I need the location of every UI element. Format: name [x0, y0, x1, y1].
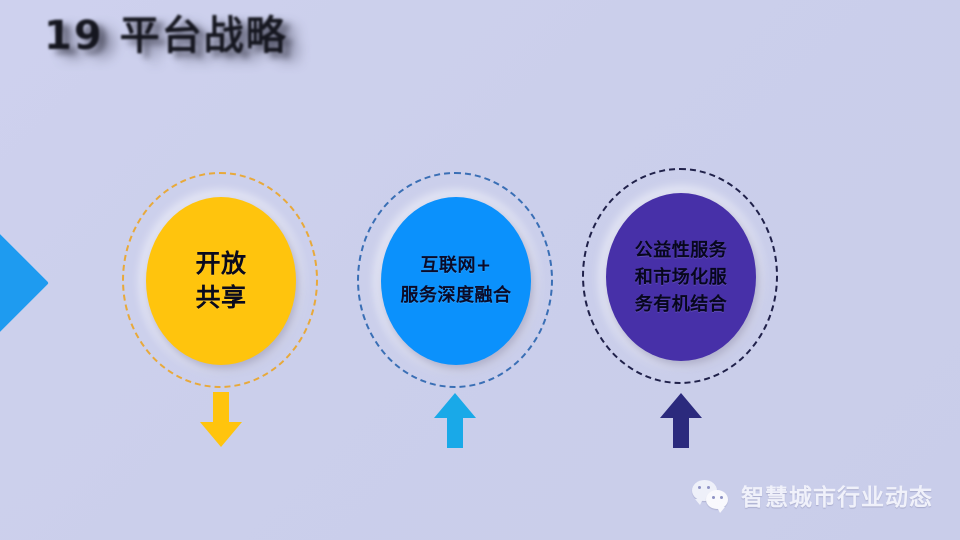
- chevron-right-icon: [0, 232, 49, 334]
- node-label-line-2: 和市场化服: [634, 266, 728, 288]
- node-public-market[interactable]: 公益性服务 和市场化服 务有机结合: [582, 168, 782, 388]
- node-disc[interactable]: 公益性服务 和市场化服 务有机结合: [606, 193, 756, 361]
- node-open-share[interactable]: 开放 共享: [122, 172, 322, 392]
- node-disc[interactable]: 开放 共享: [146, 197, 296, 365]
- page-title: 19 平台战略 19 平台战略 19 平台战略: [44, 8, 604, 70]
- arrow-up-icon: [658, 392, 704, 448]
- node-disc[interactable]: 互联网+ 服务深度融合: [381, 197, 531, 365]
- node-label-line-1: 开放: [195, 249, 247, 278]
- arrow-down-icon: [198, 392, 244, 448]
- arrow-up-icon: [432, 392, 478, 448]
- page-title-text: 19 平台战略: [44, 13, 288, 59]
- node-label-line-2: 共享: [195, 283, 247, 312]
- node-label-line-3: 务有机结合: [634, 293, 728, 315]
- wechat-dot: [720, 496, 723, 499]
- wechat-dot: [712, 496, 715, 499]
- page-title-ghost-far: 19 平台战略: [59, 22, 303, 68]
- node-internet-plus[interactable]: 互联网+ 服务深度融合: [357, 172, 557, 392]
- page-title-ghost-near: 19 平台战略: [51, 18, 295, 64]
- wechat-dot: [698, 486, 701, 489]
- node-dashed-ring: [122, 172, 318, 388]
- wechat-dot: [707, 486, 710, 489]
- node-dashed-ring: [357, 172, 553, 388]
- node-label-line-1: 互联网+: [420, 255, 492, 276]
- wechat-icon: [692, 479, 732, 513]
- watermark: 智慧城市行业动态: [692, 478, 933, 513]
- node-dashed-ring: [582, 168, 778, 384]
- node-label-line-1: 公益性服务: [634, 239, 728, 261]
- watermark-text: 智慧城市行业动态: [741, 485, 933, 511]
- node-label-line-2: 服务深度融合: [400, 285, 512, 306]
- wechat-bubble-small: [706, 490, 728, 513]
